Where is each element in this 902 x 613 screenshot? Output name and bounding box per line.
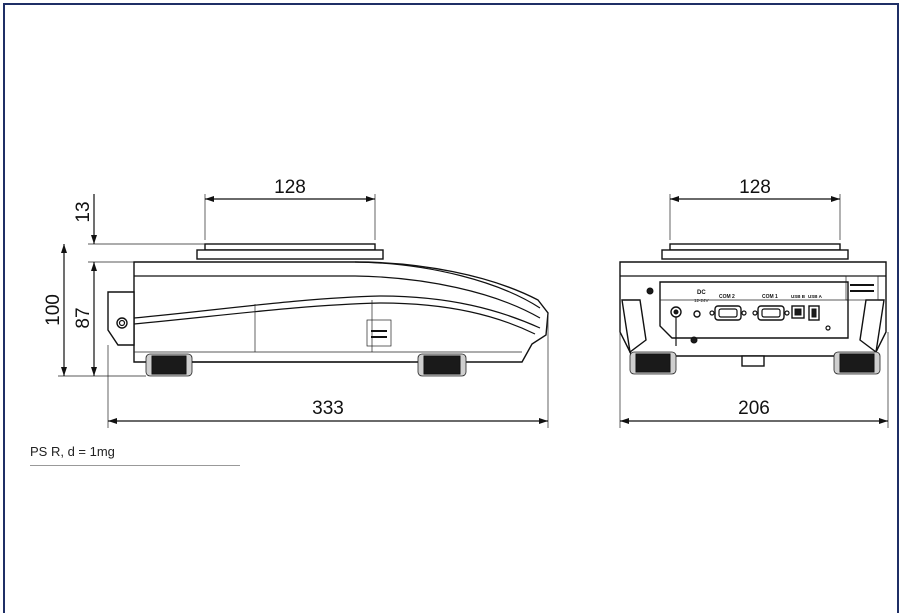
- side-platform-top: [204, 243, 376, 251]
- page-frame: [3, 3, 899, 613]
- caption-underline: [30, 465, 240, 466]
- front-dimensions: 128 206: [619, 177, 889, 428]
- side-dim-platform-height: 13: [73, 201, 94, 222]
- port-label-com2: COM 2: [719, 294, 735, 300]
- side-dim-total-height: 100: [43, 294, 64, 326]
- side-dim-depth: 333: [312, 398, 344, 419]
- side-dim-platform-width: 128: [274, 177, 306, 198]
- side-swoosh-2: [133, 302, 536, 335]
- port-label-usb-b: USB B: [791, 294, 806, 299]
- port-label-com1: COM 1: [762, 294, 778, 300]
- front-dim-platform-width: 128: [739, 177, 771, 198]
- front-platform-base: [661, 249, 849, 260]
- side-rear-knob: [116, 317, 128, 329]
- front-dim-width: 206: [738, 398, 770, 419]
- side-swoosh: [133, 295, 541, 329]
- front-view: DC 12-24V COM 2 COM 1 USB B USB A: [619, 243, 887, 375]
- side-dim-body-height: 87: [73, 307, 94, 328]
- side-platform-base: [196, 249, 384, 260]
- port-label-usb-a: USB A: [808, 294, 823, 299]
- port-label-dc-voltage: 12-24V: [694, 298, 709, 303]
- front-left-leg: [621, 299, 647, 354]
- side-dimensions: 128 13 100 87 333: [43, 177, 549, 428]
- side-shell-line: [134, 275, 541, 319]
- model-caption: PS R, d = 1mg: [30, 444, 115, 459]
- side-top-curve: [354, 261, 541, 309]
- front-rear-panel: [659, 281, 849, 339]
- side-label: [366, 319, 392, 347]
- port-label-dc: DC: [697, 290, 706, 296]
- front-platform-top: [669, 243, 841, 251]
- side-view: [107, 243, 549, 377]
- front-label: [845, 275, 879, 301]
